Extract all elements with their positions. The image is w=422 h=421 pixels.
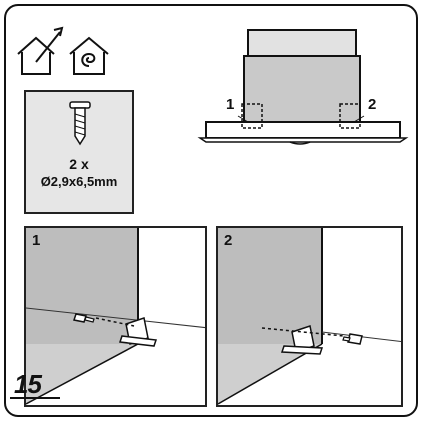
detail-panel-2-drawing bbox=[218, 228, 401, 405]
screw-icon bbox=[69, 101, 91, 146]
screw-box: 2 x Ø2,9x6,5mm bbox=[24, 90, 134, 214]
detail-panel-2: 2 bbox=[216, 226, 403, 407]
detail-panel-1-label: 1 bbox=[32, 232, 41, 249]
detail-panel-2-label: 2 bbox=[224, 232, 233, 249]
screw-quantity: 2 x bbox=[69, 156, 89, 172]
position-label-2: 2 bbox=[368, 96, 377, 113]
screw-dimension: Ø2,9x6,5mm bbox=[40, 174, 118, 189]
detail-panel-1-drawing bbox=[26, 228, 205, 405]
indoor-outlet-icon bbox=[17, 26, 64, 75]
position-label-1: 1 bbox=[226, 96, 235, 113]
detail-panel-1: 1 bbox=[24, 226, 207, 407]
recirculation-icon bbox=[69, 36, 109, 75]
step-number: 15 bbox=[14, 369, 42, 399]
